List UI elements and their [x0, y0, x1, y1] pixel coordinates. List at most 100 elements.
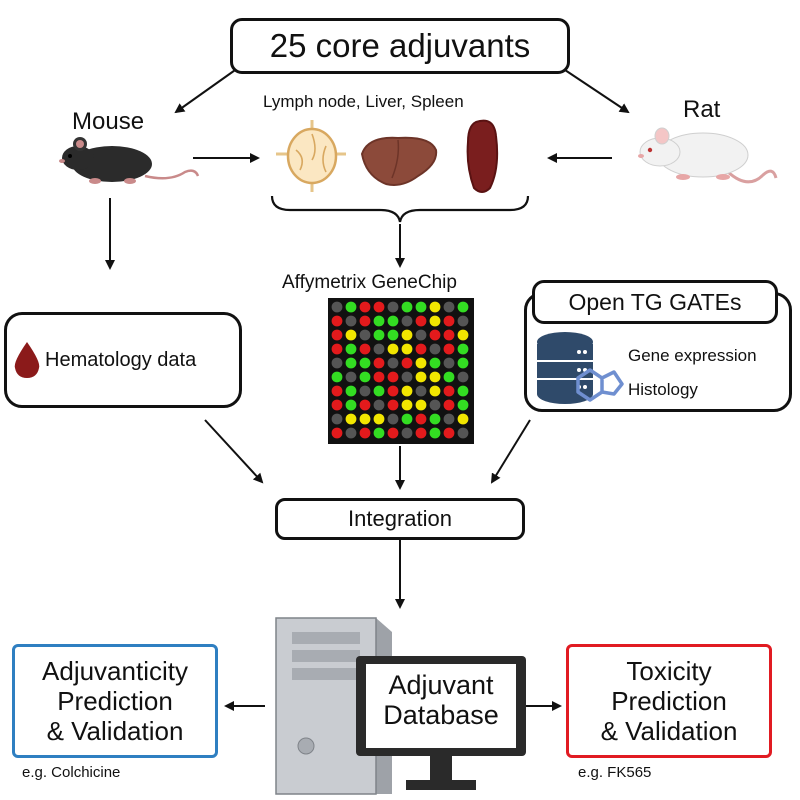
rat-label: Rat: [683, 96, 721, 123]
microarray-spot: [387, 301, 399, 313]
microarray-spot: [373, 413, 385, 425]
organs-brace: [270, 195, 530, 223]
microarray-spot: [331, 357, 343, 369]
microarray-spot: [429, 301, 441, 313]
microarray-spot: [429, 385, 441, 397]
microarray-spot: [373, 427, 385, 439]
toxicity-line-2: Prediction: [611, 686, 727, 716]
microarray-spot: [443, 357, 455, 369]
microarray-spot: [331, 301, 343, 313]
monitor-icon: [356, 656, 526, 790]
microarray-spot: [345, 385, 357, 397]
microarray-spot: [457, 385, 469, 397]
toxicity-box: Toxicity Prediction & Validation: [566, 644, 772, 758]
lymph-node-icon: [276, 120, 346, 192]
microarray-spot: [443, 413, 455, 425]
hematology-label: Hematology data: [45, 348, 197, 371]
microarray-spot: [443, 301, 455, 313]
toxicity-line-1: Toxicity: [626, 656, 712, 686]
organs-label: Lymph node, Liver, Spleen: [263, 92, 464, 111]
microarray-spot: [373, 399, 385, 411]
arrow-hematology-to-integration: [204, 419, 264, 484]
arrow-title-to-rat: [561, 67, 630, 114]
microarray-spot: [387, 357, 399, 369]
microarray-spot: [387, 329, 399, 341]
microarray-spot: [359, 301, 371, 313]
liver-icon: [360, 136, 438, 186]
microarray-grid: [328, 298, 474, 444]
adjuvanticity-line-2: Prediction: [57, 686, 173, 716]
microarray-spot: [331, 371, 343, 383]
database-label: Adjuvant Database: [366, 670, 516, 730]
microarray-spot: [359, 427, 371, 439]
microarray-spot: [345, 301, 357, 313]
mouse-icon: [59, 137, 200, 184]
microarray-spot: [443, 385, 455, 397]
adjuvanticity-example: e.g. Colchicine: [22, 764, 121, 781]
microarray-spot: [345, 357, 357, 369]
database-label-line-1: Adjuvant: [388, 670, 494, 700]
microarray-spot: [387, 427, 399, 439]
integration-box: Integration: [275, 498, 525, 540]
microarray-spot: [359, 399, 371, 411]
microarray-spot: [373, 343, 385, 355]
microarray-spot: [373, 385, 385, 397]
microarray-spot: [359, 413, 371, 425]
microarray-spot: [345, 343, 357, 355]
microarray-spot: [429, 357, 441, 369]
toxicity-example: e.g. FK565: [578, 764, 652, 781]
arrow-tggates-to-integration: [490, 419, 531, 484]
microarray-spot: [401, 385, 413, 397]
tggates-item-gene-expression: Gene expression: [628, 346, 757, 365]
microarray-spot: [415, 315, 427, 327]
microarray-spot: [331, 413, 343, 425]
tggates-title-box: Open TG GATEs: [532, 280, 778, 324]
microarray-spot: [457, 399, 469, 411]
adjuvanticity-line-3: & Validation: [46, 716, 184, 746]
microarray-spot: [373, 329, 385, 341]
microarray-spot: [415, 399, 427, 411]
mouse-label: Mouse: [72, 108, 145, 135]
microarray-spot: [345, 399, 357, 411]
microarray-spot: [387, 399, 399, 411]
microarray-spot: [443, 315, 455, 327]
microarray-spot: [345, 427, 357, 439]
microarray-spot: [359, 343, 371, 355]
blood-drop-icon: [14, 342, 40, 378]
microarray-spot: [457, 315, 469, 327]
hematology-box: Hematology data: [4, 312, 242, 408]
microarray-spot: [443, 329, 455, 341]
microarray-spot: [415, 371, 427, 383]
microarray-spot: [415, 301, 427, 313]
microarray-spot: [401, 315, 413, 327]
microarray-spot: [429, 315, 441, 327]
microarray-spot: [457, 343, 469, 355]
microarray-spot: [387, 371, 399, 383]
microarray-spot: [359, 385, 371, 397]
microarray-spot: [429, 329, 441, 341]
microarray-spot: [457, 413, 469, 425]
microarray-spot: [331, 329, 343, 341]
database-label-line-2: Database: [383, 700, 499, 730]
microarray-spot: [373, 357, 385, 369]
microarray-spot: [345, 371, 357, 383]
microarray-spot: [345, 413, 357, 425]
microarray-spot: [387, 413, 399, 425]
microarray-spot: [415, 329, 427, 341]
microarray-spot: [401, 301, 413, 313]
microarray-spot: [401, 371, 413, 383]
integration-label: Integration: [348, 506, 452, 531]
microarray-spot: [457, 329, 469, 341]
microarray-spot: [429, 427, 441, 439]
microarray-spot: [443, 399, 455, 411]
tggates-title: Open TG GATEs: [568, 288, 742, 315]
microarray-spot: [415, 385, 427, 397]
microarray-spot: [401, 329, 413, 341]
adjuvanticity-line-1: Adjuvanticity: [42, 656, 188, 686]
microarray-spot: [457, 371, 469, 383]
rat-icon: [638, 127, 778, 184]
microarray-spot: [443, 427, 455, 439]
microarray-spot: [415, 427, 427, 439]
microarray-spot: [359, 371, 371, 383]
microarray-spot: [373, 371, 385, 383]
